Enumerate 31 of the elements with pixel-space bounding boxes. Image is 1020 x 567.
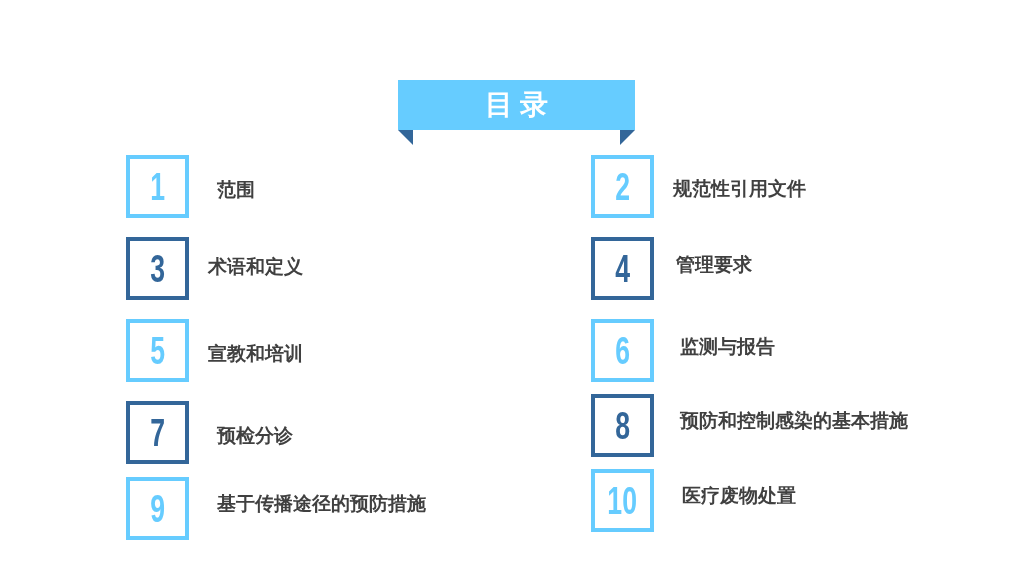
section-title: 宣教和培训 (208, 343, 303, 363)
number: 10 (607, 481, 638, 520)
section-title: 医疗废物处置 (682, 485, 796, 505)
number: 1 (150, 167, 165, 206)
number: 6 (615, 331, 630, 370)
number-box (126, 319, 189, 382)
section-title: 监测与报告 (680, 336, 775, 356)
section-title: 预检分诊 (217, 425, 293, 445)
section-title: 规范性引用文件 (673, 178, 806, 198)
number: 9 (150, 489, 165, 528)
number-box (126, 401, 189, 464)
number-box (126, 237, 189, 300)
number-box (591, 469, 654, 532)
title-banner: 目 录 (398, 80, 635, 130)
number: 4 (615, 249, 630, 288)
number: 8 (615, 406, 630, 445)
number-box (591, 237, 654, 300)
section-title: 范围 (217, 179, 255, 199)
number-box (126, 155, 189, 218)
number: 5 (150, 331, 165, 370)
number-box (591, 155, 654, 218)
number-box (126, 477, 189, 540)
section-title: 管理要求 (676, 254, 752, 274)
number-box (591, 394, 654, 457)
number: 7 (150, 413, 165, 452)
number-box (591, 319, 654, 382)
number: 2 (615, 167, 630, 206)
section-title: 预防和控制感染的基本措施 (680, 410, 908, 430)
section-title: 基于传播途径的预防措施 (217, 493, 426, 513)
section-title: 术语和定义 (208, 256, 303, 276)
number: 3 (150, 249, 165, 288)
